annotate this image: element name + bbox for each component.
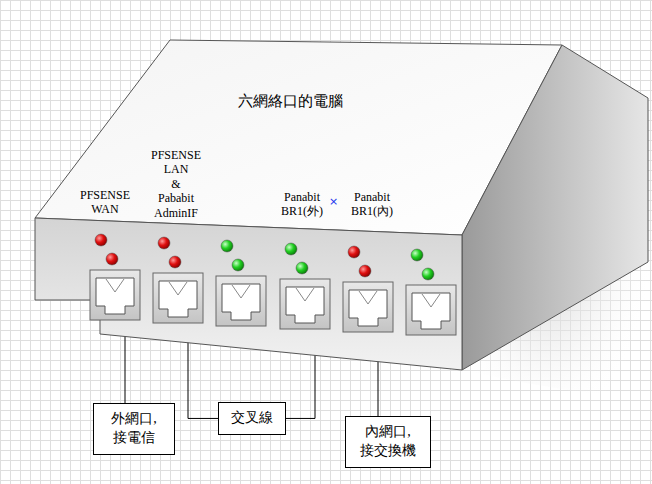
port-frame xyxy=(343,282,393,332)
port-frame xyxy=(90,270,140,320)
callout-text: 交叉線 xyxy=(231,409,273,428)
port-group xyxy=(90,234,456,335)
front-face xyxy=(35,218,462,370)
callout-box: 外網口, 接電信 xyxy=(93,403,175,455)
cable-line xyxy=(188,342,218,418)
port-tab xyxy=(422,294,440,307)
callout-text: 外網口, 接電信 xyxy=(106,410,162,448)
port-opening xyxy=(96,278,134,314)
port-label: Panabit BR1(內) xyxy=(327,190,417,219)
status-led xyxy=(221,240,233,252)
status-led xyxy=(348,246,360,258)
status-led xyxy=(411,249,423,261)
status-led xyxy=(106,253,118,265)
port-opening xyxy=(159,281,197,317)
status-led xyxy=(158,237,170,249)
callout-text: 內網口, 接交換機 xyxy=(358,423,418,461)
port-tab xyxy=(169,282,187,295)
status-led xyxy=(422,268,434,280)
status-led xyxy=(296,262,308,274)
cable-line xyxy=(125,336,126,403)
port-opening xyxy=(286,287,324,323)
cable-line xyxy=(378,361,379,416)
port-tab xyxy=(232,285,250,298)
status-led xyxy=(285,243,297,255)
callout-box: 交叉線 xyxy=(218,402,286,435)
port-tab xyxy=(106,279,124,292)
cross-mark: × xyxy=(329,195,338,208)
device-title: 六網絡口的電腦 xyxy=(180,92,400,110)
status-led xyxy=(95,234,107,246)
computer-box: 六網絡口的電腦 PFSENSE WANPFSENSE LAN & Pababit … xyxy=(30,35,652,375)
port-opening xyxy=(349,290,387,326)
port-opening xyxy=(412,293,450,329)
cable-line xyxy=(286,354,315,418)
port-frame xyxy=(153,273,203,323)
port-frame xyxy=(406,285,456,335)
port-label: PFSENSE LAN & Pababit AdminIF xyxy=(131,148,221,220)
port-frame xyxy=(216,276,266,326)
callout-box: 內網口, 接交換機 xyxy=(345,416,431,468)
port-frame xyxy=(280,279,330,329)
port-tab xyxy=(296,288,314,301)
status-led xyxy=(169,256,181,268)
status-led xyxy=(359,265,371,277)
port-label: PFSENSE WAN xyxy=(60,188,150,217)
port-opening xyxy=(222,284,260,320)
status-led xyxy=(232,259,244,271)
side-face xyxy=(462,45,648,370)
port-tab xyxy=(359,291,377,304)
